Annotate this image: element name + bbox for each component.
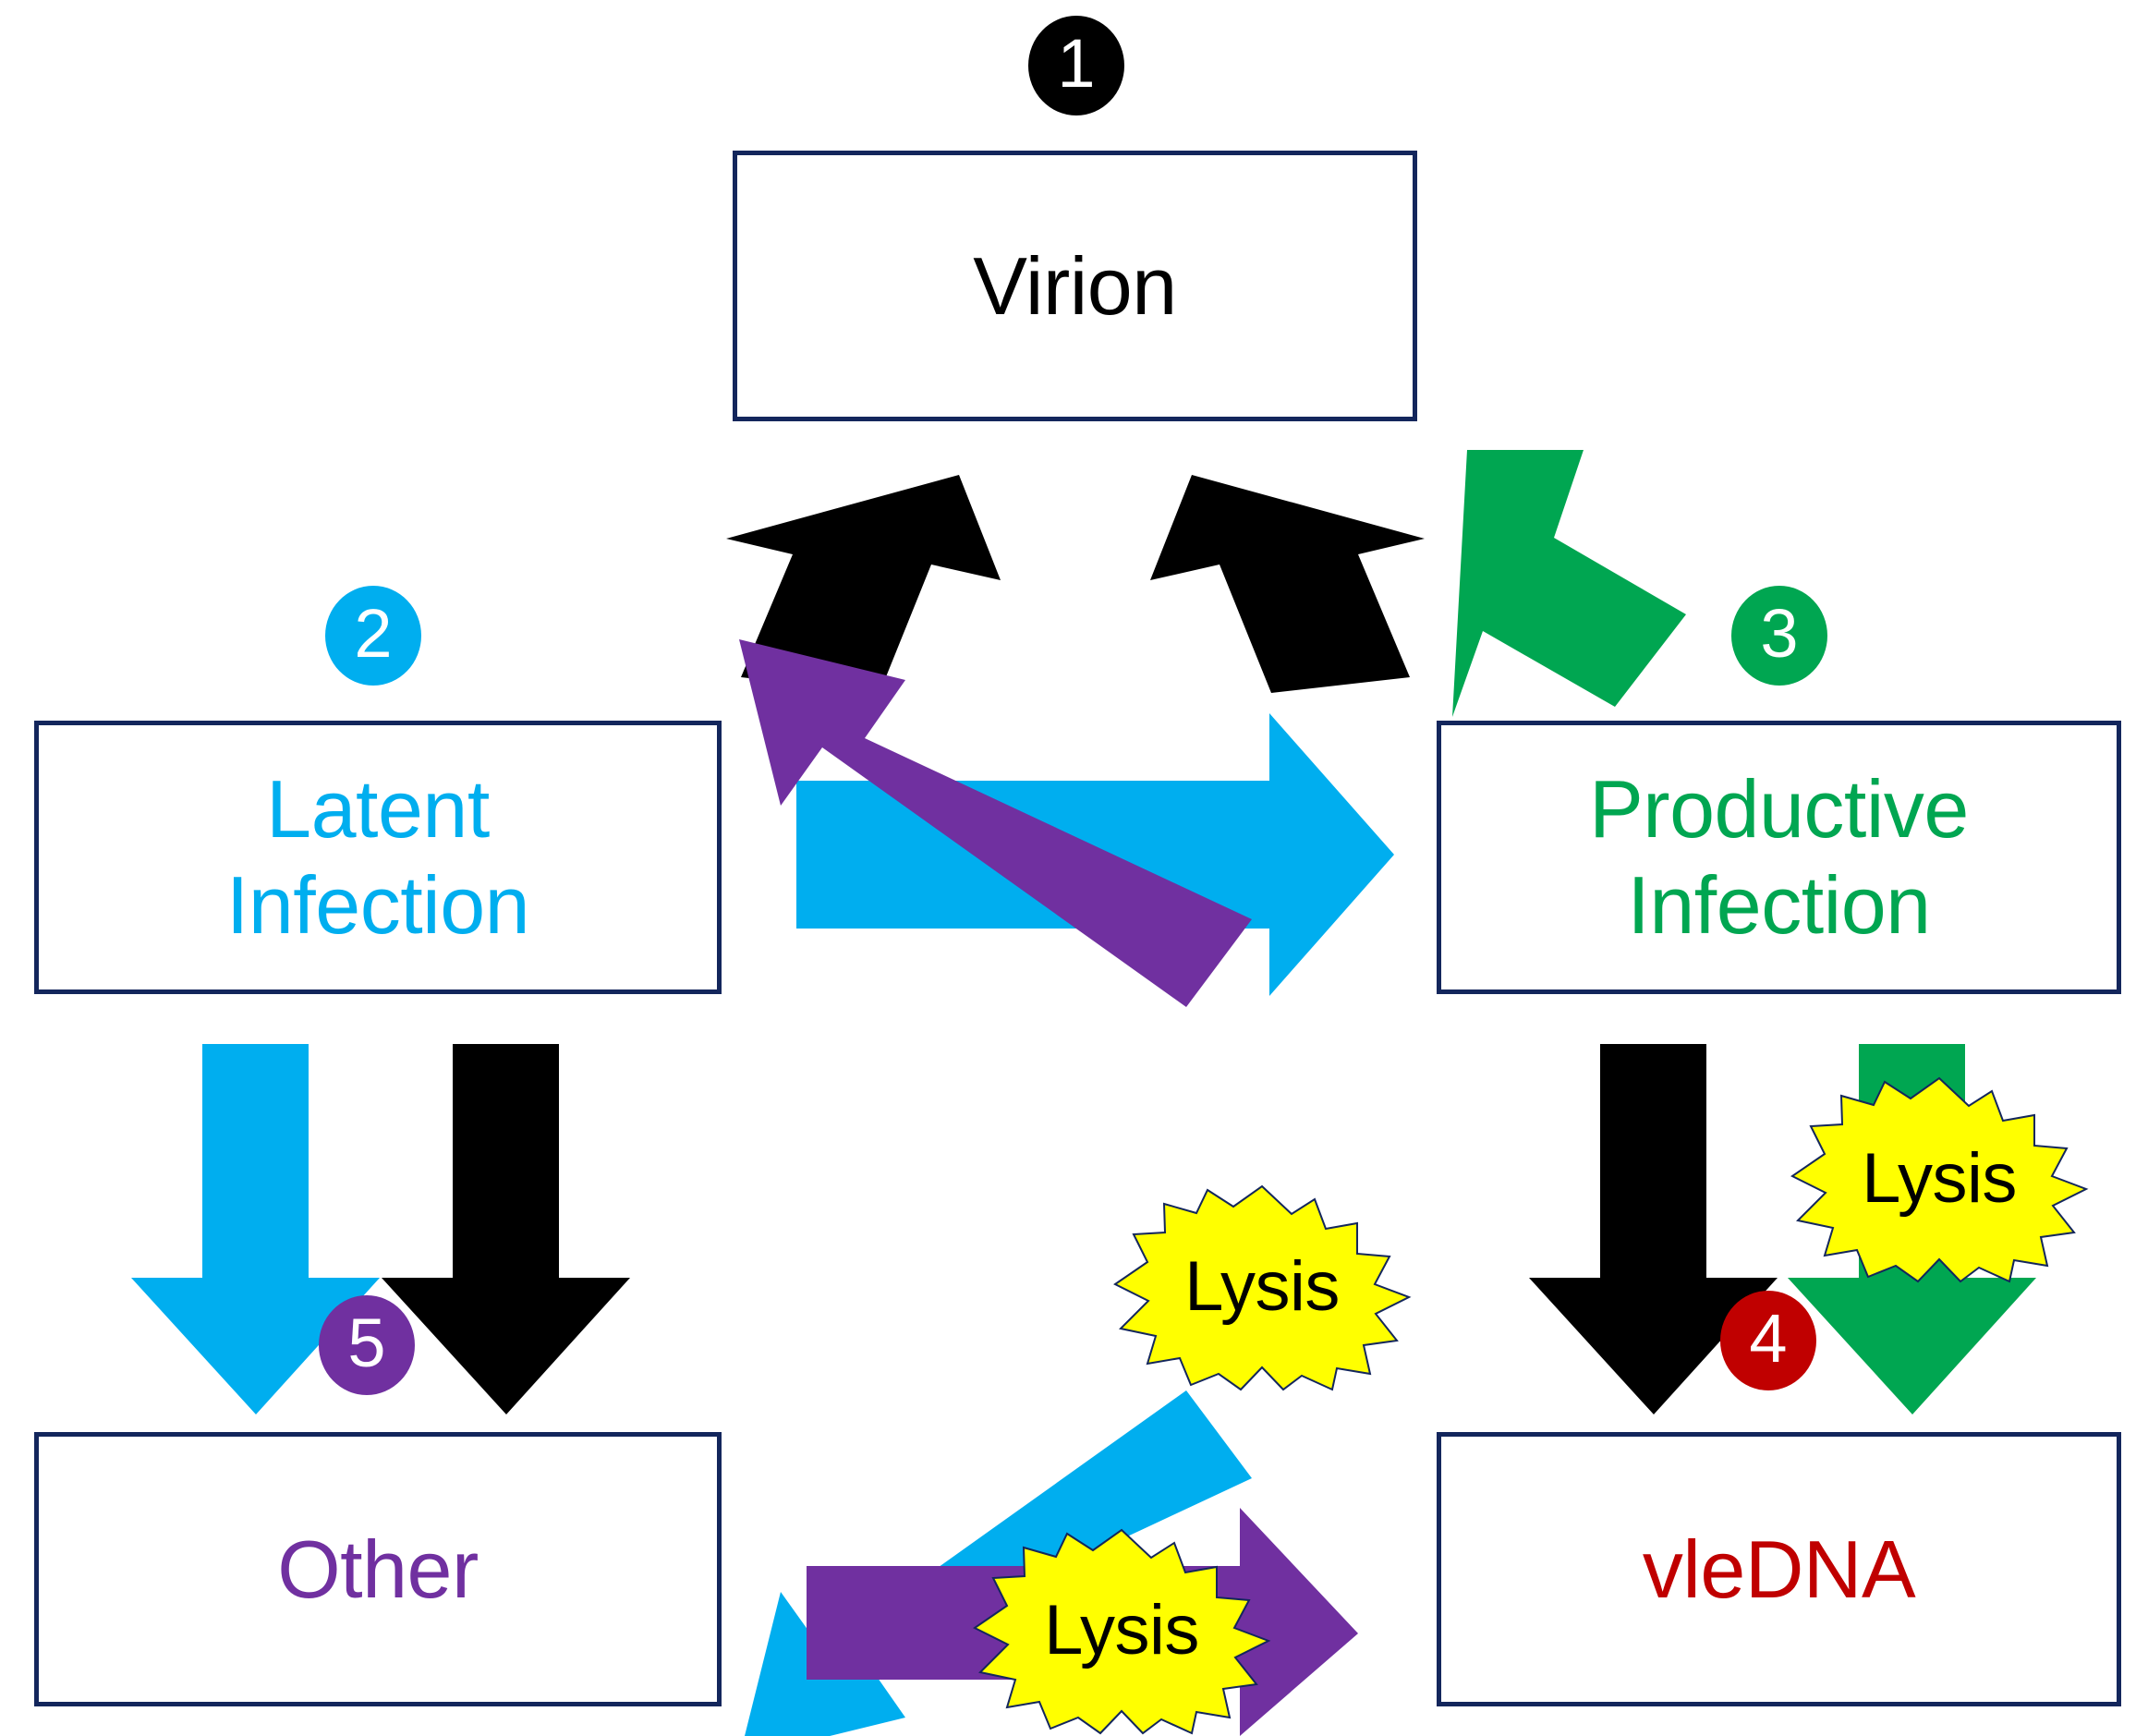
node-productive-infection-label-line2: Infection (1627, 859, 1931, 951)
node-vledna[interactable]: vleDNA (1437, 1432, 2121, 1706)
node-productive-infection-label-line1: Productive (1589, 763, 1969, 856)
arrow-productive-to-vledna-black (1529, 1044, 1778, 1414)
arrow-virion-to-productive (1150, 475, 1425, 693)
node-latent-infection-label-line2: Infection (225, 859, 530, 951)
node-other[interactable]: Other (34, 1432, 722, 1706)
node-vledna-label: vleDNA (1642, 1523, 1916, 1615)
lysis-starburst-right: Lysis (1790, 1074, 2089, 1283)
arrow-latent-to-other-black (382, 1044, 630, 1414)
arrow-latent-to-other-cyan (131, 1044, 380, 1414)
node-latent-infection[interactable]: Latent Infection (34, 721, 722, 994)
starburst-icon (1113, 1184, 1412, 1391)
arrow-productive-to-virion (1452, 450, 1686, 717)
step-badge-4: 4 (1720, 1291, 1816, 1390)
node-virion[interactable]: Virion (733, 151, 1417, 421)
arrow-other-to-productive (739, 639, 1252, 1007)
step-badge-5: 5 (319, 1295, 415, 1395)
lysis-starburst-center: Lysis (1113, 1183, 1412, 1391)
node-other-label: Other (277, 1523, 479, 1615)
step-badge-2: 2 (325, 586, 421, 686)
lysis-starburst-bottom: Lysis (973, 1526, 1271, 1735)
step-badge-1: 1 (1028, 16, 1124, 115)
starburst-icon (973, 1528, 1271, 1735)
node-virion-label: Virion (973, 239, 1177, 332)
arrow-virion-to-latent (726, 475, 1001, 693)
starburst-icon (1790, 1076, 2089, 1283)
step-badge-3: 3 (1731, 586, 1827, 686)
node-latent-infection-label-line1: Latent (266, 763, 490, 856)
node-productive-infection[interactable]: Productive Infection (1437, 721, 2121, 994)
